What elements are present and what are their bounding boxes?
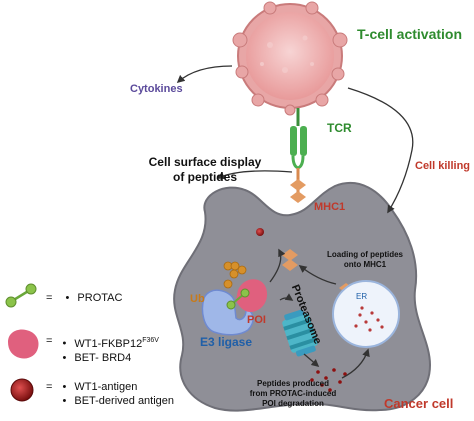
legend-protac-text: PROTAC <box>77 292 123 304</box>
mhc1-label: MHC1 <box>314 201 346 213</box>
poi-label: POI <box>247 314 266 326</box>
legend-target-sup: F36V <box>142 337 159 344</box>
legend-antigen-1-text: WT1-antigen <box>74 381 138 393</box>
poi-protein <box>236 279 268 312</box>
legend-equals: = <box>46 292 53 304</box>
legend-antigen-icon <box>10 378 34 402</box>
tcr-label: TCR <box>327 121 352 135</box>
cytokines-label: Cytokines <box>130 83 183 95</box>
antigen-surface <box>256 228 264 236</box>
legend-bullet: • <box>62 381 67 393</box>
arrows <box>176 65 414 379</box>
t-cell <box>232 1 348 116</box>
proteasome <box>282 309 318 357</box>
legend-target-text: WT1-FKBP12 <box>74 337 143 350</box>
legend-equals: = <box>46 335 53 347</box>
legend-antigen-row: = • WT1-antigen • BET-derived antigen <box>46 380 174 408</box>
surface-display-line1: Cell surface display <box>148 155 262 169</box>
legend-antigen-2-text: BET-derived antigen <box>74 395 175 407</box>
peptides-line3: POI degradation <box>262 399 324 408</box>
protac-complex <box>226 288 250 310</box>
legend-protac-row: = • PROTAC <box>46 292 122 304</box>
surface-display-line2: of peptides <box>172 170 237 184</box>
peptides-line2: from PROTAC-induced <box>249 389 337 398</box>
er-label: ER <box>356 292 368 301</box>
e3-ligase <box>201 289 254 336</box>
ub-label: Ub <box>190 293 205 305</box>
er-organelle <box>332 280 400 348</box>
legend-bullet: • <box>62 395 67 407</box>
legend-bullet: • <box>65 292 70 304</box>
surface-display-label: Cell surface display of peptides <box>130 155 280 185</box>
legend-protac-icon <box>5 283 37 308</box>
t-cell-activation-label: T-cell activation <box>357 26 463 42</box>
peptides-label: Peptides produced from PROTAC-induced PO… <box>238 379 348 409</box>
tcr-receptor <box>290 108 307 170</box>
cancer-cell-label: Cancer cell <box>384 396 454 411</box>
legend-target-icon <box>8 329 39 359</box>
legend-bullet: • <box>62 337 67 350</box>
peptides-line1: Peptides produced <box>256 379 329 388</box>
legend-bullet: • <box>62 351 67 364</box>
peptide-fragments <box>310 368 347 392</box>
legend-target-row: = • WT1-FKBP12F36V • BET- BRD4 <box>46 334 159 365</box>
legend-target-2-text: BET- BRD4 <box>74 351 132 364</box>
legend-equals: = <box>46 381 53 393</box>
mhc1-surface <box>290 168 306 203</box>
loading-label: Loading of peptides onto MHC1 <box>310 250 420 270</box>
e3-ligase-label: E3 ligase <box>200 335 253 349</box>
loading-line2: onto MHC1 <box>343 260 387 269</box>
loading-line1: Loading of peptides <box>327 250 403 259</box>
cell-killing-label: Cell killing <box>415 160 471 172</box>
ubiquitin-chain <box>223 261 247 289</box>
